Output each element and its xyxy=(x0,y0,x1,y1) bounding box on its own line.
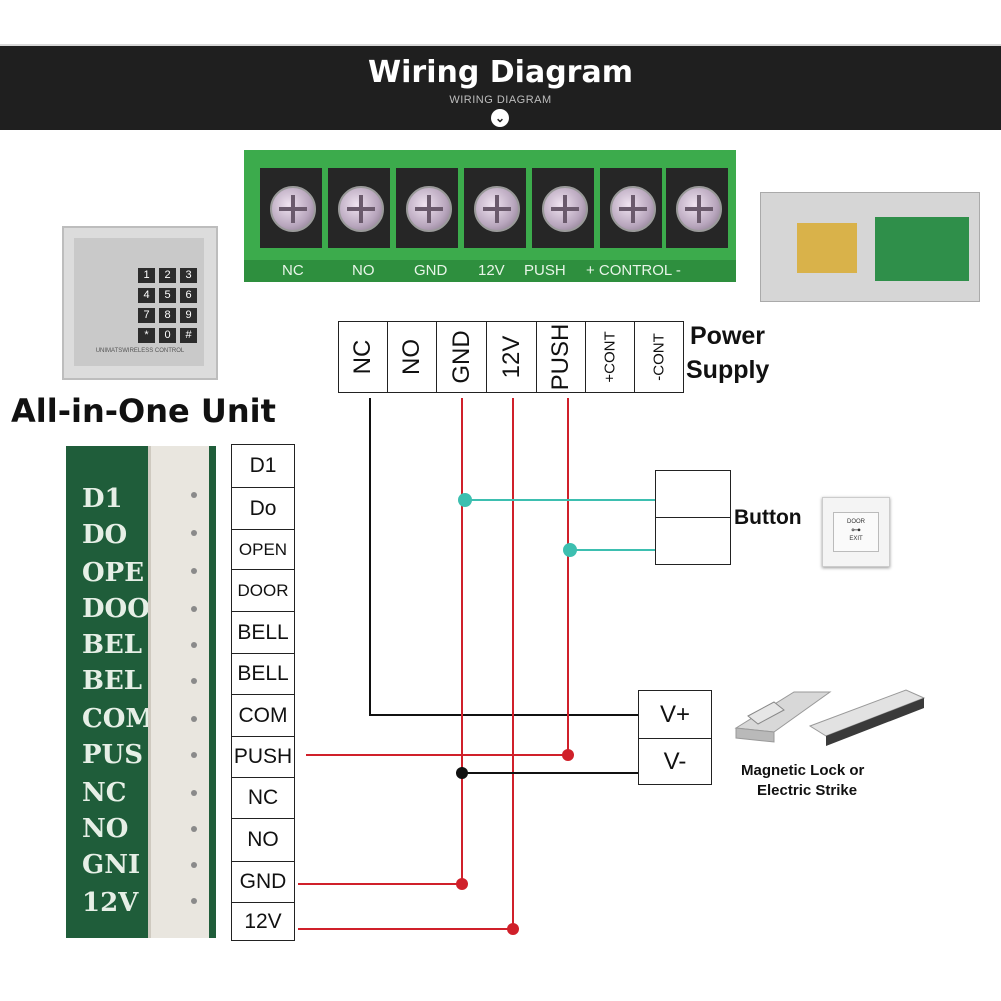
terminal-screw xyxy=(396,168,458,248)
junction-dot xyxy=(563,543,577,557)
keypad-key: 3 xyxy=(180,268,197,283)
unit-terminal: Do xyxy=(231,487,295,530)
terminal-screw xyxy=(328,168,390,248)
junction-dot xyxy=(562,749,574,761)
lock-terminal-vplus: V+ xyxy=(638,690,712,740)
pcb-photo: D1 DO OPE DOO BEL BEL COM PUS NC NO GNI … xyxy=(66,446,216,938)
pcb-label: BEL xyxy=(82,666,143,696)
keypad-key: 4 xyxy=(138,288,155,303)
junction-dot xyxy=(507,923,519,935)
unit-terminal: PUSH xyxy=(231,736,295,778)
page-title: Wiring Diagram xyxy=(368,55,633,90)
exit-button-photo: DOOR ⊶ EXIT xyxy=(822,497,890,567)
terminal-screw xyxy=(464,168,526,248)
pcb-label: BEL xyxy=(82,630,143,660)
pcb-label: COM xyxy=(82,704,152,734)
keypad-brand: UNIMATSWIRELESS CONTROL xyxy=(95,348,185,354)
terminal-block-photo: NC NO GND 12V PUSH + CONTROL - xyxy=(244,150,736,282)
pcb-connector xyxy=(148,446,209,938)
button-label: Button xyxy=(734,506,802,529)
power-supply-label: Supply xyxy=(686,356,770,384)
pcb-label: OPE xyxy=(82,558,145,588)
terminal-photo-label: PUSH xyxy=(524,262,566,279)
transformer-image xyxy=(797,223,857,273)
keypad-key: * xyxy=(138,328,155,343)
junction-dot xyxy=(456,878,468,890)
terminal-screw xyxy=(532,168,594,248)
unit-title: All-in-One Unit xyxy=(11,392,276,430)
terminal-screw xyxy=(600,168,662,248)
exit-button-text-top: DOOR xyxy=(847,519,865,525)
keypad-key: 8 xyxy=(159,308,176,323)
keypad-key: 9 xyxy=(180,308,197,323)
lock-label: Magnetic Lock or xyxy=(741,762,865,779)
terminal-photo-label: NC xyxy=(282,262,304,279)
terminal-screw xyxy=(260,168,322,248)
terminal-photo-label: 12V xyxy=(478,262,505,279)
pcb-label: D1 xyxy=(82,484,123,514)
key-icon: ⊶ xyxy=(851,525,861,536)
keypad-key: 0 xyxy=(159,328,176,343)
power-supply-photo xyxy=(760,192,980,302)
magnetic-lock-photo xyxy=(808,689,926,746)
unit-terminal: COM xyxy=(231,694,295,737)
pcb-label: PUS xyxy=(82,740,144,770)
pcb-label: 12V xyxy=(82,888,139,918)
terminal-photo-label: GND xyxy=(414,262,448,279)
lock-label: Electric Strike xyxy=(757,782,858,799)
pcb-label: DO xyxy=(82,520,128,550)
keypad-key: # xyxy=(180,328,197,343)
ps-terminal: NC xyxy=(338,321,388,393)
pcb-label: NO xyxy=(82,814,129,844)
keypad-face: 1 2 3 4 5 6 7 8 9 * 0 # xyxy=(74,238,204,366)
unit-terminal: NO xyxy=(231,818,295,862)
pcb-label: NC xyxy=(82,778,127,808)
unit-terminal: 12V xyxy=(231,902,295,941)
pcb-label: GNI xyxy=(82,850,141,880)
lock-terminal-vminus: V- xyxy=(638,738,712,785)
page-subtitle: WIRING DIAGRAM xyxy=(449,94,552,106)
keypad-photo: 1 2 3 4 5 6 7 8 9 * 0 # UNIMATSWIRELESS … xyxy=(62,226,218,380)
electric-strike-photo xyxy=(734,691,832,743)
keypad-key: 7 xyxy=(138,308,155,323)
keypad-key: 2 xyxy=(159,268,176,283)
keypad-key: 1 xyxy=(138,268,155,283)
keypad-key: 5 xyxy=(159,288,176,303)
ps-terminal: -CONT xyxy=(634,321,684,393)
keypad-key: 6 xyxy=(180,288,197,303)
junction-dot xyxy=(456,767,468,779)
junction-dot xyxy=(458,493,472,507)
unit-terminal: BELL xyxy=(231,611,295,654)
wire-nc-to-vplus xyxy=(369,398,638,716)
chevron-down-icon[interactable]: ⌄ xyxy=(491,109,509,127)
terminal-photo-label: + CONTROL - xyxy=(586,262,681,279)
pcb-label: DOO xyxy=(82,594,150,624)
controller-board-image xyxy=(875,217,969,281)
button-terminal-bottom xyxy=(655,517,731,565)
exit-button-text-bottom: EXIT xyxy=(849,536,863,542)
unit-terminal: NC xyxy=(231,777,295,819)
exit-button-face: DOOR ⊶ EXIT xyxy=(833,512,879,552)
unit-terminal: OPEN xyxy=(231,529,295,570)
terminal-screw xyxy=(666,168,728,248)
unit-terminal: DOOR xyxy=(231,569,295,612)
header-bar: Wiring Diagram WIRING DIAGRAM ⌄ xyxy=(0,44,1001,130)
ps-terminal: NO xyxy=(387,321,437,393)
unit-terminal: D1 xyxy=(231,444,295,488)
terminal-label-strip xyxy=(244,260,736,282)
terminal-photo-label: NO xyxy=(352,262,375,279)
power-supply-label: Power xyxy=(690,322,766,350)
